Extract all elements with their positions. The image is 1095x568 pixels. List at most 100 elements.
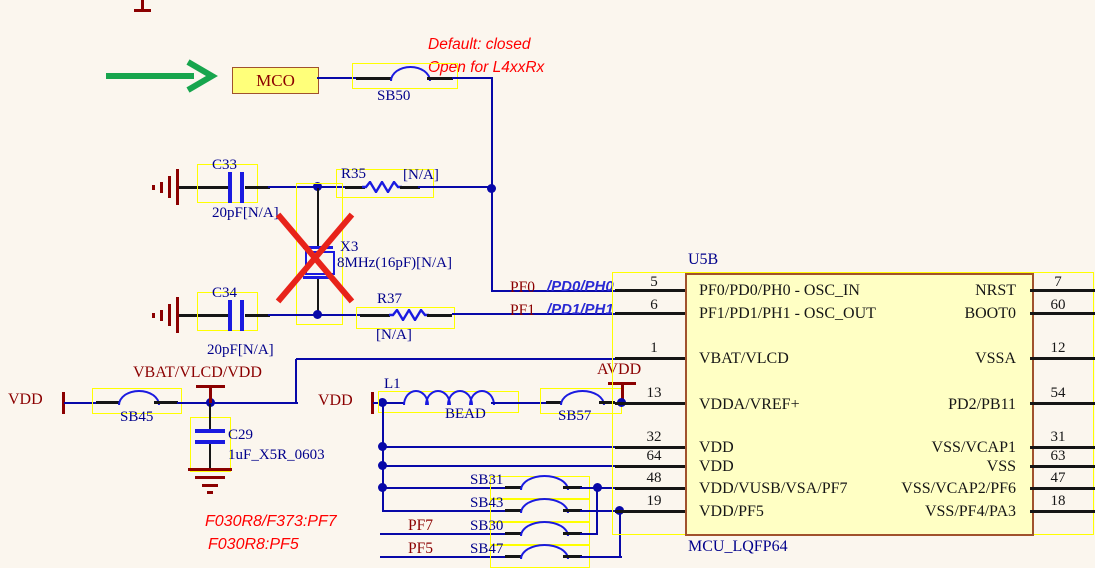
pf7-net-label[interactable]: PF7 <box>408 517 433 534</box>
pin-name: VSS/VCAP2/PF6 <box>901 480 1016 497</box>
pin-name: VSS/VCAP1 <box>931 439 1016 456</box>
pin-stub <box>1030 289 1095 292</box>
pin-name: PD2/PB11 <box>948 396 1016 413</box>
wire <box>383 446 617 448</box>
pin-number: 63 <box>1050 448 1066 464</box>
pin-stub <box>615 465 685 468</box>
sb-pad <box>563 532 582 535</box>
pf5-net-label[interactable]: PF5 <box>408 540 433 557</box>
sb-pad <box>505 509 522 512</box>
c33-ref: C33 <box>212 157 238 173</box>
selection-highlight <box>197 292 258 331</box>
c33-value: 20pF[N/A] <box>212 205 279 221</box>
pin-stub <box>400 186 420 189</box>
r35-value: [N/A] <box>403 167 439 183</box>
sb-pad <box>599 401 615 404</box>
sb47-ref: SB47 <box>470 541 504 557</box>
wire <box>295 359 297 403</box>
ground-icon <box>160 310 163 321</box>
pin-number: 64 <box>646 448 662 464</box>
pin-stub <box>317 188 319 248</box>
sb-pad <box>546 401 562 404</box>
wire <box>177 402 298 404</box>
mcu-body <box>685 273 1034 536</box>
pin-stub <box>317 279 319 315</box>
selection-highlight <box>197 164 258 203</box>
x3-ref: X3 <box>340 239 359 255</box>
r37-ref: R37 <box>377 291 403 307</box>
pin-number: 19 <box>646 493 662 509</box>
junction-dot <box>487 184 496 193</box>
wire <box>491 290 617 292</box>
power-flag-bar <box>196 385 225 388</box>
pin-name: VSS <box>986 458 1016 475</box>
pf1-net-label[interactable]: PF1 <box>510 302 535 319</box>
pin-stub <box>615 289 685 292</box>
wire <box>382 403 384 512</box>
wire <box>580 510 622 512</box>
selection-highlight <box>296 183 343 325</box>
vbat-net-label[interactable]: VBAT/VLCD/VDD <box>133 364 262 381</box>
annotation-variant-pf5: F030R8:PF5 <box>208 536 299 553</box>
clipped-symbol <box>141 0 144 10</box>
wire <box>317 77 357 79</box>
pin-stub <box>427 314 452 317</box>
junction-dot <box>378 461 387 470</box>
wire <box>383 510 507 512</box>
green-arrow-icon <box>106 59 218 93</box>
sb31-ref: SB31 <box>470 472 504 488</box>
mcu-footprint: MCU_LQFP64 <box>688 538 788 555</box>
avdd-net-label[interactable]: AVDD <box>597 361 642 378</box>
pin-number: 7 <box>1054 274 1062 290</box>
cap-plate <box>228 300 232 331</box>
cap-plate <box>240 172 244 203</box>
vdd-port-label[interactable]: VDD <box>8 391 43 408</box>
junction-dot <box>378 442 387 451</box>
junction-dot <box>313 182 322 191</box>
pin-stub <box>360 314 390 317</box>
pin-number: 31 <box>1050 429 1066 445</box>
pin-number: 6 <box>650 297 658 313</box>
cap-plate <box>228 172 232 203</box>
wire <box>268 186 346 188</box>
selection-highlight <box>92 388 182 414</box>
wire <box>580 533 598 535</box>
r37-value: [N/A] <box>376 327 412 343</box>
mco-label-text: MCO <box>256 70 295 90</box>
wire <box>452 77 492 79</box>
sb-pad <box>563 509 582 512</box>
pin-number: 32 <box>646 429 662 445</box>
resistor-zigzag <box>362 181 402 193</box>
pin-name: VDD/PF5 <box>699 503 764 520</box>
sb-pad <box>505 532 522 535</box>
pin-name: VBAT/VLCD <box>699 350 789 367</box>
vdd-port-bar <box>62 392 65 414</box>
vdd-port-label[interactable]: VDD <box>318 392 353 409</box>
pin-name: VSSA <box>975 350 1016 367</box>
junction-dot <box>378 398 387 407</box>
mco-net-label[interactable]: MCO <box>232 67 319 94</box>
ground-icon <box>188 468 232 471</box>
wire <box>383 487 507 489</box>
mcu-designator: U5B <box>688 251 719 268</box>
pf0-net-label[interactable]: PF0 <box>510 279 535 296</box>
pin-stub <box>1030 487 1095 490</box>
pin-stub <box>615 510 685 513</box>
pin-stub <box>1030 402 1095 405</box>
sb-pad <box>96 401 120 404</box>
annotation-default-closed: Default: closed <box>428 36 531 53</box>
wire <box>580 556 622 558</box>
pin-number: 12 <box>1050 340 1066 356</box>
pin-stub <box>615 312 685 315</box>
pf1-alt-label: /PD1/PH1 <box>547 301 614 318</box>
l1-ref: L1 <box>384 376 401 392</box>
pin-stub <box>1030 510 1095 513</box>
pin-stub <box>615 402 685 405</box>
pin-name: VSS/PF4/PA3 <box>924 503 1016 520</box>
selection-highlight <box>352 63 458 89</box>
pin-name: VDD <box>699 439 734 456</box>
c34-value: 20pF[N/A] <box>207 342 274 358</box>
cap-plate <box>195 429 225 433</box>
pin-name: NRST <box>975 282 1016 299</box>
pin-stub <box>1030 465 1095 468</box>
